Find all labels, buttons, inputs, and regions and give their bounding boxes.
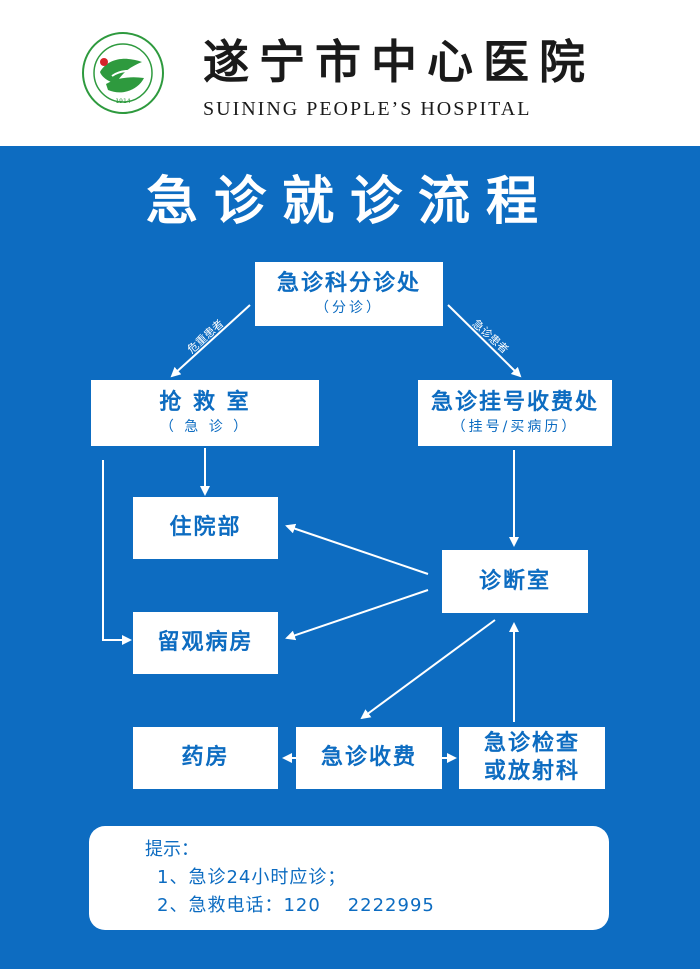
node-rescue-sub: （ 急 诊 ） — [159, 419, 251, 435]
node-payment: 急诊收费 — [296, 727, 442, 789]
tips-box: 提示： 1、急诊24小时应诊； 2、急救电话：120 2222995 — [89, 826, 609, 930]
tip-phone: 2、急救电话：120 2222995 — [157, 895, 435, 916]
node-diagnosis: 诊断室 — [442, 550, 588, 613]
arrow-diagnosis-to-payment — [360, 619, 496, 720]
node-exam-label-2: 或放射科 — [483, 759, 580, 784]
arrow-diagnosis-to-observation — [285, 589, 429, 641]
node-registration-sub: （挂号/买病历） — [451, 419, 579, 435]
tip-hours: 1、急诊24小时应诊； — [157, 867, 347, 888]
node-exam: 急诊检查 或放射科 — [459, 727, 605, 789]
arrow-diagnosis-to-inpatient — [285, 523, 429, 575]
arrow-triage-to-registration — [447, 304, 522, 378]
node-triage-sub: （分诊） — [315, 300, 383, 316]
page-title: 急诊就诊流程 — [145, 172, 554, 232]
arrow-triage-to-rescue — [170, 304, 251, 378]
node-rescue-label: 抢 救 室 — [159, 390, 251, 415]
arrow-rescue-to-observation — [102, 460, 132, 645]
node-inpatient-label: 住院部 — [169, 515, 242, 540]
node-registration: 急诊挂号收费处 （挂号/买病历） — [418, 380, 612, 446]
node-triage-label: 急诊科分诊处 — [276, 271, 421, 296]
hospital-name-en: SUINING PEOPLE’S HOSPITAL — [203, 98, 532, 120]
node-pharmacy-label: 药房 — [181, 745, 230, 770]
node-observation-label: 留观病房 — [157, 630, 254, 655]
node-payment-label: 急诊收费 — [320, 745, 417, 770]
header: 1914 遂宁市中心医院 SUINING PEOPLE’S HOSPITAL — [0, 0, 700, 146]
node-diagnosis-label: 诊断室 — [478, 568, 551, 594]
svg-text:1914: 1914 — [115, 98, 130, 105]
node-inpatient: 住院部 — [133, 497, 278, 559]
node-triage: 急诊科分诊处 （分诊） — [255, 262, 443, 326]
node-observation: 留观病房 — [133, 612, 278, 674]
hospital-name: 遂宁市中心医院 — [203, 35, 595, 89]
node-pharmacy: 药房 — [133, 727, 278, 789]
node-exam-label-1: 急诊检查 — [483, 731, 580, 756]
node-rescue: 抢 救 室 （ 急 诊 ） — [91, 380, 319, 446]
tips-heading: 提示： — [145, 839, 199, 860]
node-registration-label: 急诊挂号收费处 — [430, 390, 599, 415]
hospital-logo-icon: 1914 — [82, 32, 164, 114]
